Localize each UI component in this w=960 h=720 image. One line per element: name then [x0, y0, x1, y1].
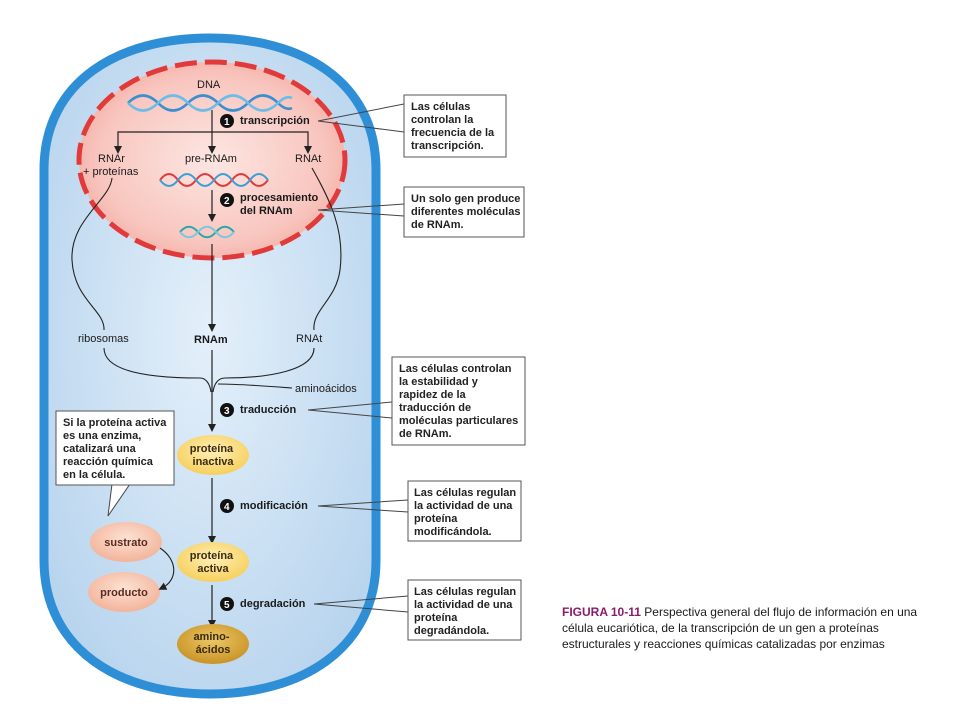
producto-label: producto [100, 587, 148, 599]
svg-text:4: 4 [224, 502, 230, 513]
rnar-label: RNAr + proteínas [83, 153, 139, 178]
svg-text:Las células regulan la a: Las células regulan la actividad de una … [414, 487, 519, 538]
step-transcripcion: transcripción [240, 115, 310, 127]
note-degradacion: Las células regulan la actividad de una … [313, 579, 522, 641]
pre-rnam-label: pre-RNAm [185, 153, 237, 165]
caption-text: Perspectiva general del flujo de informa… [562, 605, 918, 651]
proteina-inactiva-blob [177, 435, 249, 475]
dna-helix [127, 94, 293, 112]
step-traduccion: traducción [240, 404, 297, 416]
aminoacidos-label: aminoácidos [295, 383, 357, 395]
proteina-activa-label: proteína activa [190, 550, 236, 575]
svg-text:Las células controlan la: Las células controlan la frecuencia de l… [411, 101, 497, 152]
figure-caption: FIGURA 10-11 Perspectiva general del flu… [562, 604, 934, 652]
producto-blob [88, 572, 160, 612]
svg-text:1: 1 [224, 117, 230, 128]
note-enzima: Si la proteína activa es una enzima, cat… [55, 410, 175, 517]
note-modificacion: Las células regulan la actividad de una … [317, 480, 522, 542]
rnat-top-label: RNAt [295, 153, 321, 165]
aminoacidos-blob-label: amino- ácidos [193, 631, 232, 656]
proteina-inactiva-label: proteína inactiva [190, 443, 236, 468]
step-degradacion: degradación [240, 598, 306, 610]
svg-text:Si la proteína activa es: Si la proteína activa es una enzima, cat… [63, 417, 169, 481]
note-traduccion: Las células controlan la estabilidad y r… [307, 356, 526, 446]
svg-text:Un solo gen produce dife: Un solo gen produce diferentes moléculas… [411, 193, 524, 231]
figure-label: FIGURA 10-11 [562, 605, 641, 619]
rnam-label: RNAm [194, 334, 228, 346]
dna-label: DNA [197, 79, 221, 91]
note-transcripcion: Las células controlan la frecuencia de l… [317, 94, 507, 158]
sustrato-label: sustrato [104, 537, 148, 549]
note-procesamiento: Un solo gen produce diferentes moléculas… [317, 186, 525, 238]
svg-text:Las células controlan la: Las células controlan la estabilidad y r… [399, 363, 521, 440]
sustrato-blob [90, 522, 162, 562]
aminoacidos-blob [177, 624, 249, 664]
svg-text:2: 2 [224, 196, 230, 207]
ribosomas-label: ribosomas [78, 333, 129, 345]
rnat-label: RNAt [296, 333, 322, 345]
step-procesamiento: procesamiento del RNAm [240, 192, 321, 217]
svg-text:Las células regulan la a: Las células regulan la actividad de una … [414, 586, 519, 637]
svg-text:5: 5 [224, 600, 230, 611]
rnam-strand [179, 225, 235, 239]
proteina-activa-blob [177, 542, 249, 582]
step-modificacion: modificación [240, 500, 308, 512]
svg-text:3: 3 [224, 406, 230, 417]
